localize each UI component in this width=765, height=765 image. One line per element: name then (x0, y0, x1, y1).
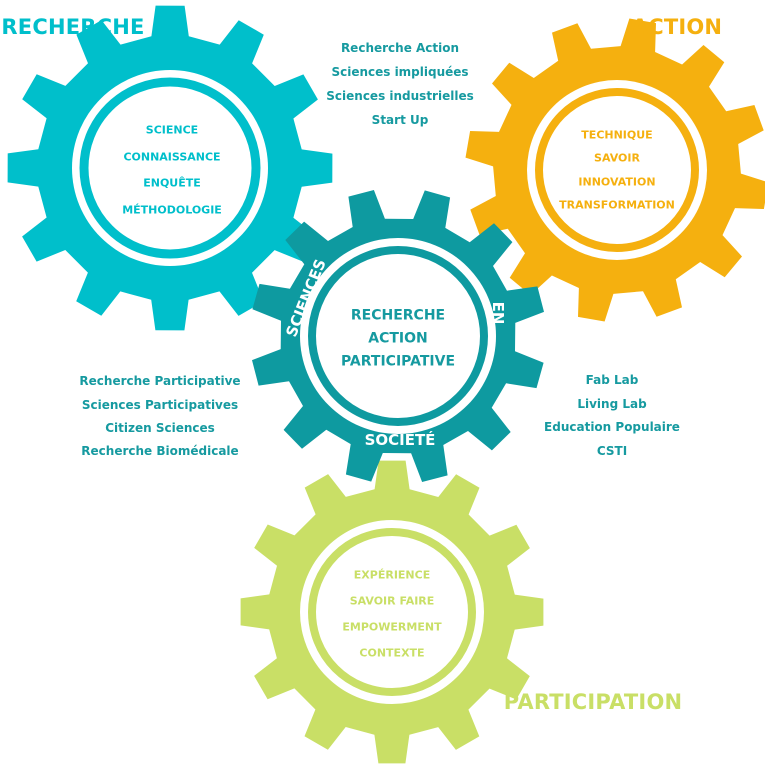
gear-center-hub (300, 238, 496, 434)
gear-recherche (7, 5, 333, 331)
center-line: ACTION (368, 330, 428, 347)
gear-action-ring (535, 88, 699, 252)
participation-item: SAVOIR FAIRE (349, 594, 435, 608)
list-right-item: Fab Lab (585, 373, 639, 387)
gear-participation-ring (308, 528, 476, 696)
list-left-item: Sciences Participatives (81, 398, 239, 412)
list-right-item: CSTI (596, 444, 628, 458)
gear-recherche-hub (72, 70, 268, 266)
list-top-item: Start Up (371, 113, 429, 127)
participation-item: CONTEXTE (359, 646, 425, 660)
center-line: PARTICIPATIVE (340, 353, 456, 370)
title-participation: PARTICIPATION (503, 690, 683, 714)
recherche-item: SCIENCE (145, 123, 199, 137)
action-item: TECHNIQUE (581, 128, 653, 142)
recherche-item: CONNAISSANCE (123, 150, 221, 164)
recherche-item: MÉTHODOLOGIE (122, 203, 222, 217)
recherche-item: ENQUÊTE (143, 176, 201, 190)
list-top-item: Sciences industrielles (326, 89, 474, 103)
ring-label-societe: SOCIÉTÉ (364, 431, 436, 449)
list-top-item: Sciences impliquées (331, 65, 469, 79)
center-line: RECHERCHE (350, 307, 446, 324)
gear-recherche-ring (79, 77, 261, 259)
gear-action (465, 18, 765, 322)
list-left-item: Recherche Participative (79, 374, 241, 388)
list-top-item: Recherche Action (340, 41, 460, 55)
gear-center (252, 190, 544, 482)
action-item: INNOVATION (578, 175, 656, 189)
gear-center-ring (308, 246, 488, 426)
action-item: TRANSFORMATION (559, 198, 675, 212)
list-right-item: Living Lab (577, 397, 647, 411)
gear-action-hub (527, 80, 707, 260)
participation-item: EXPÉRIENCE (353, 568, 431, 582)
list-left-item: Recherche Biomédicale (81, 444, 239, 458)
ring-label-en: EN (489, 301, 507, 325)
participation-item: EMPOWERMENT (342, 620, 442, 634)
list-right-item: Education Populaire (544, 420, 680, 434)
list-left-item: Citizen Sciences (105, 421, 215, 435)
gear-participation (240, 460, 544, 764)
gear-participation-hub (300, 520, 484, 704)
title-action: ACTION (631, 15, 723, 39)
title-recherche: RECHERCHE (1, 15, 145, 39)
action-item: SAVOIR (594, 151, 640, 165)
